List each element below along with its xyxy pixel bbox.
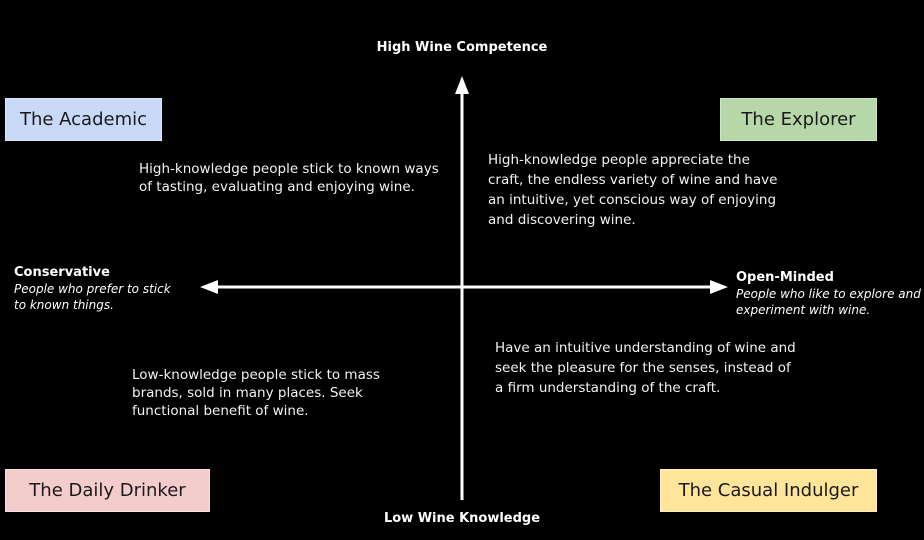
vertical-axis-arrowhead xyxy=(455,76,469,94)
axis-bottom-title: Low Wine Knowledge xyxy=(383,511,541,526)
pole-open-minded: Open-Minded People who like to explore a… xyxy=(736,269,922,318)
pole-open-minded-title: Open-Minded xyxy=(736,270,834,285)
pole-open-minded-description: People who like to explore and experimen… xyxy=(736,287,921,317)
quadrant-label-casual-indulger: The Casual Indulger xyxy=(660,469,877,512)
pole-conservative-description: People who prefer to stick to known thin… xyxy=(14,282,171,312)
quadrant-label-academic: The Academic xyxy=(5,98,162,141)
horizontal-axis-left-arrowhead xyxy=(200,280,218,294)
quadrant-label-explorer: The Explorer xyxy=(720,98,877,141)
quadrant-label-daily-drinker: The Daily Drinker xyxy=(5,469,210,512)
pole-conservative: Conservative People who prefer to stick … xyxy=(14,264,184,313)
quadrant-description-casual-indulger: Have an intuitive understanding of wine … xyxy=(495,340,796,396)
pole-conservative-title: Conservative xyxy=(14,265,110,280)
quadrant-description-academic: High-knowledge people stick to known way… xyxy=(139,161,439,195)
quadrant-description-explorer: High-knowledge people appreciate the cra… xyxy=(488,152,778,228)
axis-top-title: High Wine Competence xyxy=(376,40,548,55)
horizontal-axis-right-arrowhead xyxy=(710,280,728,294)
quadrant-description-daily-drinker: Low-knowledge people stick to mass brand… xyxy=(132,367,380,419)
